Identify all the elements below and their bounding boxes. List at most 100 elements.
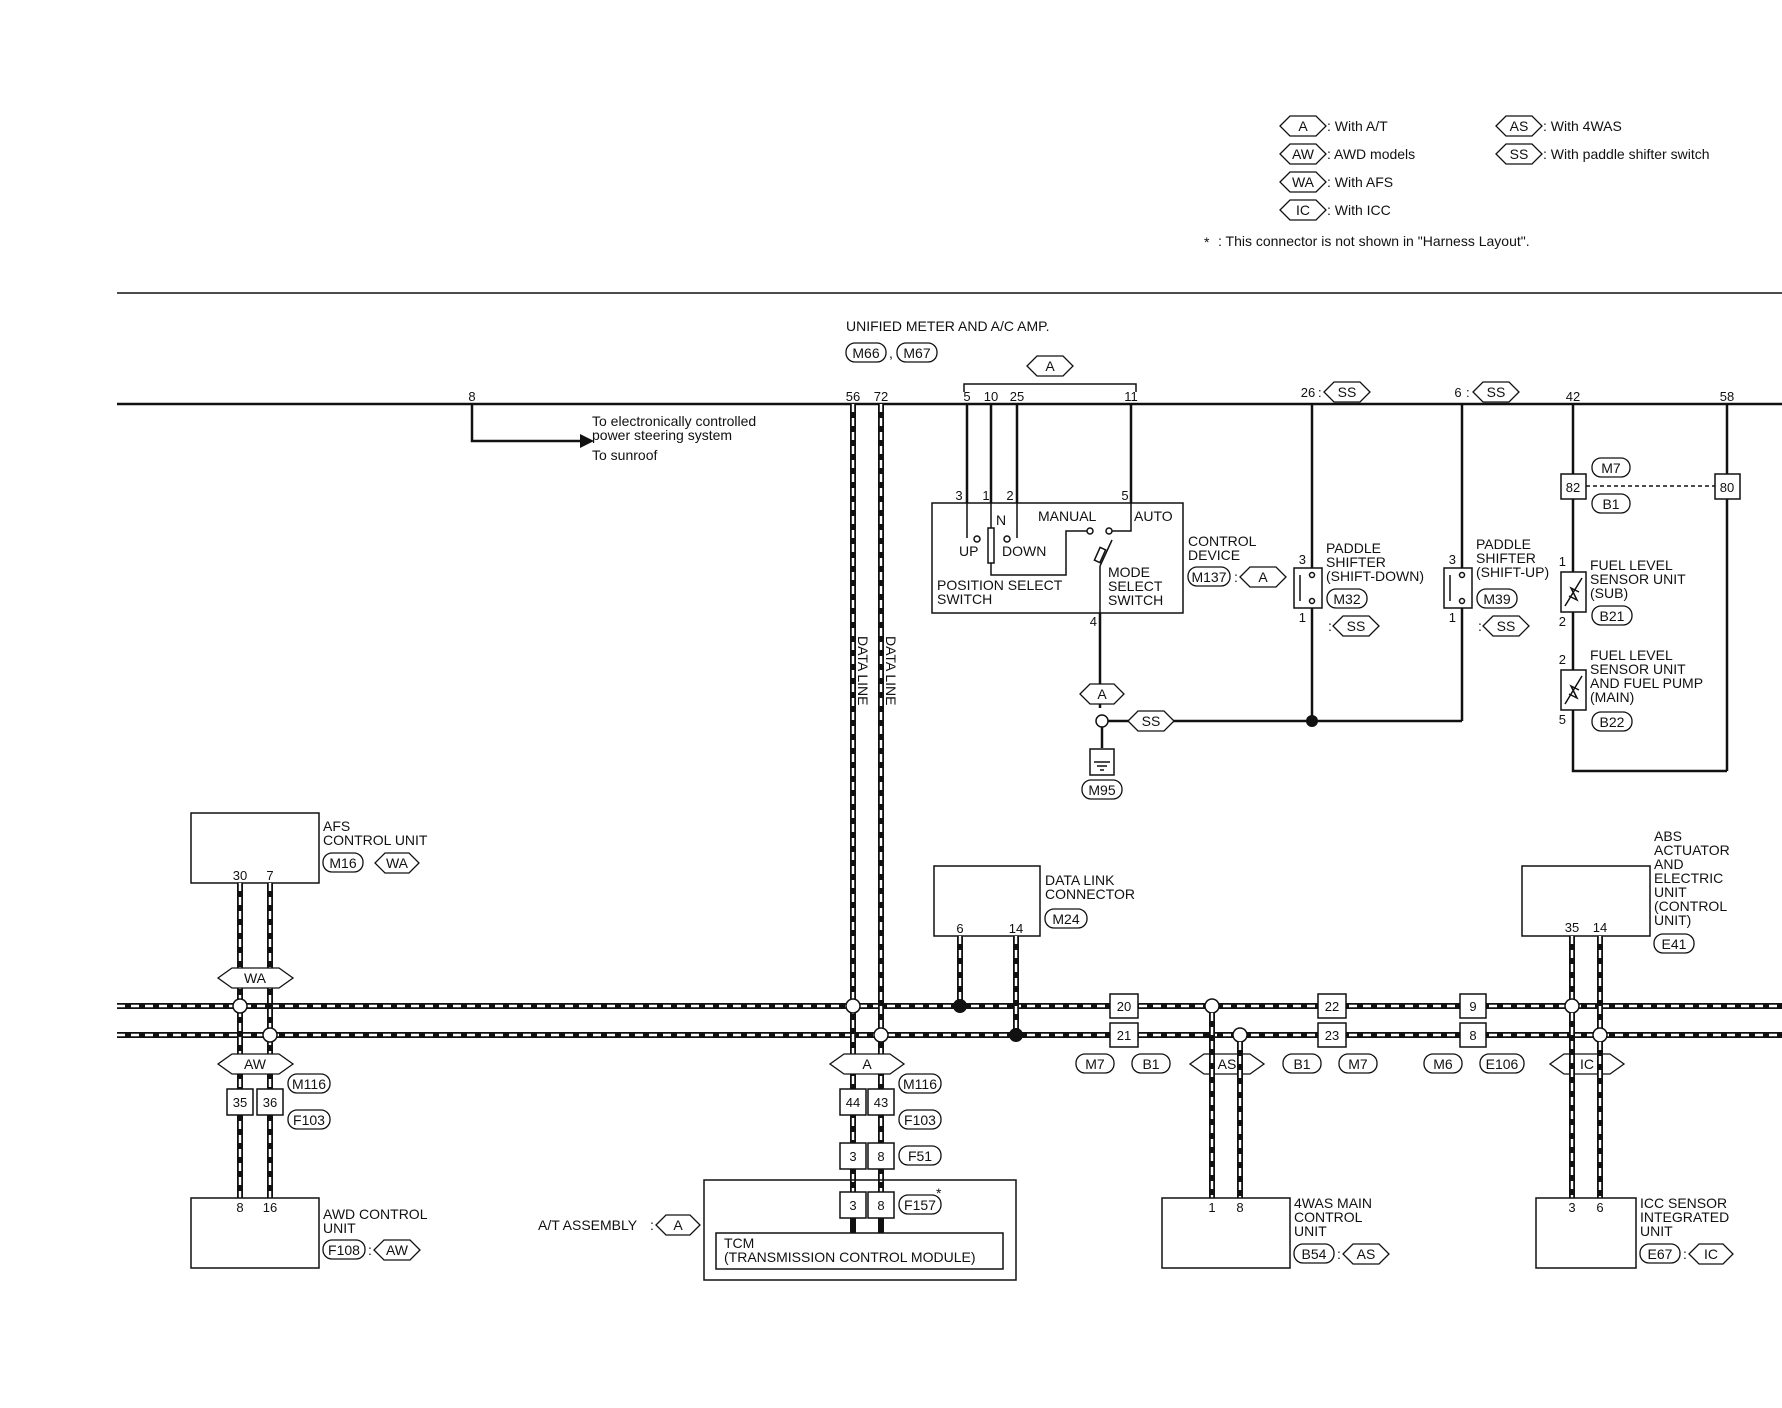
svg-text:3: 3: [955, 488, 962, 503]
conn-b21: [1591, 605, 1633, 626]
svg-text:AW: AW: [386, 1242, 409, 1258]
tag-ss-26: [1323, 381, 1371, 403]
conn-b54: [1293, 1243, 1335, 1264]
conn-b22: [1591, 711, 1633, 732]
svg-text:(SHIFT-UP): (SHIFT-UP): [1476, 564, 1549, 580]
svg-text:3: 3: [849, 1149, 856, 1164]
svg-text:SS: SS: [1347, 618, 1366, 634]
legend-item-ss: SS : With paddle shifter switch: [1495, 143, 1710, 165]
svg-text:M95: M95: [1088, 782, 1115, 798]
tag-a-ground: [1079, 683, 1125, 705]
svg-text:AW: AW: [1292, 146, 1315, 162]
conn-m116-tcm: [898, 1073, 942, 1094]
paddle-shifter-up: 3 1 PADDLE SHIFTER (SHIFT-UP) M39 : SS: [1443, 536, 1549, 637]
legend-item-wa: WA : With AFS: [1279, 171, 1393, 193]
svg-text:8: 8: [1236, 1200, 1243, 1215]
svg-text:1: 1: [1299, 610, 1306, 625]
svg-text:M32: M32: [1333, 591, 1360, 607]
svg-text:SS: SS: [1142, 713, 1161, 729]
legend-note: : This connector is not shown in "Harnes…: [1218, 233, 1530, 249]
svg-text:M66: M66: [852, 345, 879, 361]
svg-text:44: 44: [846, 1095, 860, 1110]
svg-text:UNIT: UNIT: [1654, 884, 1687, 900]
dlc-box: [933, 865, 1041, 937]
svg-text:SWITCH: SWITCH: [937, 591, 992, 607]
svg-text:B1: B1: [1293, 1056, 1310, 1072]
4was-control-unit: AS 1 8 4WAS MAIN CONTROL UNIT B54 : AS: [1161, 998, 1390, 1269]
legend-item-aw: AW : AWD models: [1279, 143, 1415, 165]
svg-text:UNIT: UNIT: [1294, 1223, 1327, 1239]
svg-text:SHIFTER: SHIFTER: [1476, 550, 1536, 566]
svg-text:TCM: TCM: [724, 1235, 754, 1251]
svg-text:A: A: [1097, 686, 1107, 702]
svg-text:M16: M16: [329, 855, 356, 871]
svg-text:FUEL LEVEL: FUEL LEVEL: [1590, 647, 1673, 663]
svg-text::: :: [1234, 569, 1238, 585]
svg-text:SS: SS: [1487, 384, 1506, 400]
svg-text:,: ,: [889, 345, 893, 361]
svg-text::: :: [1318, 385, 1322, 400]
meter-title: UNIFIED METER AND A/C AMP.: [846, 318, 1050, 334]
svg-text:5: 5: [963, 389, 970, 404]
tag-ss-6: [1472, 381, 1520, 403]
svg-text:8: 8: [468, 389, 475, 404]
svg-text:MODE: MODE: [1108, 564, 1150, 580]
awd-box: [190, 1197, 320, 1269]
svg-text:DOWN: DOWN: [1002, 543, 1046, 559]
bus-tag-as: [1188, 1053, 1266, 1075]
afs-control-unit: 30 7 AFS CONTROL UNIT M16 WA: [190, 812, 428, 884]
svg-text:SHIFTER: SHIFTER: [1326, 554, 1386, 570]
svg-text:AND: AND: [1654, 856, 1684, 872]
svg-text:(SUB): (SUB): [1590, 585, 1628, 601]
svg-text:B54: B54: [1302, 1246, 1327, 1262]
svg-text:11: 11: [1124, 389, 1138, 404]
svg-text:To electronically controlled: To electronically controlled: [592, 413, 756, 429]
svg-text:10: 10: [984, 389, 998, 404]
svg-text:B1: B1: [1142, 1056, 1159, 1072]
svg-text:WA: WA: [244, 970, 267, 986]
svg-text:WA: WA: [1292, 174, 1315, 190]
svg-text:26: 26: [1301, 385, 1315, 400]
svg-text:4: 4: [1090, 614, 1097, 629]
svg-text::: :: [1337, 1246, 1341, 1262]
svg-text:30: 30: [233, 868, 247, 883]
control-device: 3 1 2 5 MANUAL AUTO N UP DOWN POSITION S…: [931, 404, 1287, 629]
svg-text:SENSOR UNIT: SENSOR UNIT: [1590, 571, 1686, 587]
conn-m32: [1326, 588, 1368, 609]
svg-text:1: 1: [982, 488, 989, 503]
svg-text:: With ICC: : With ICC: [1327, 202, 1391, 218]
svg-text:DEVICE: DEVICE: [1188, 547, 1240, 563]
svg-text:F108: F108: [328, 1242, 360, 1258]
conn-e41: [1653, 933, 1695, 954]
data-bus-lines: [117, 1003, 1782, 1038]
svg-text:14: 14: [1593, 920, 1607, 935]
svg-text:2: 2: [1559, 614, 1566, 629]
legend: A : With A/T AW : AWD models WA : With A…: [1204, 115, 1710, 250]
svg-text:PADDLE: PADDLE: [1326, 540, 1381, 556]
svg-text:SENSOR UNIT: SENSOR UNIT: [1590, 661, 1686, 677]
afs-box: [190, 812, 320, 884]
svg-text:ABS: ABS: [1654, 828, 1682, 844]
tcm-path: A 44 43 M116 F103 3 8 F51: [828, 998, 942, 1170]
svg-text:AS: AS: [1357, 1246, 1376, 1262]
svg-text:B1: B1: [1602, 496, 1619, 512]
svg-text:25: 25: [1010, 389, 1024, 404]
svg-text:UNIT: UNIT: [323, 1220, 356, 1236]
conn-f108: [322, 1239, 366, 1260]
abs-box: [1521, 865, 1651, 937]
svg-text:M116: M116: [292, 1076, 326, 1092]
svg-text:To sunroof: To sunroof: [592, 447, 657, 463]
svg-text:B21: B21: [1600, 608, 1625, 624]
svg-text:CONTROL: CONTROL: [1188, 533, 1257, 549]
svg-text:9: 9: [1469, 999, 1476, 1014]
svg-text:AFS: AFS: [323, 818, 350, 834]
svg-text:20: 20: [1117, 999, 1131, 1014]
svg-text:3: 3: [1299, 552, 1306, 567]
svg-text:M39: M39: [1483, 591, 1510, 607]
svg-text:(TRANSMISSION CONTROL MODULE): (TRANSMISSION CONTROL MODULE): [724, 1249, 976, 1265]
svg-text:M7: M7: [1085, 1056, 1105, 1072]
tag-ss-ground: [1127, 710, 1175, 732]
svg-text:M67: M67: [903, 345, 930, 361]
conn-f103-awd: [287, 1109, 331, 1130]
svg-text:: With AFS: : With AFS: [1327, 174, 1393, 190]
